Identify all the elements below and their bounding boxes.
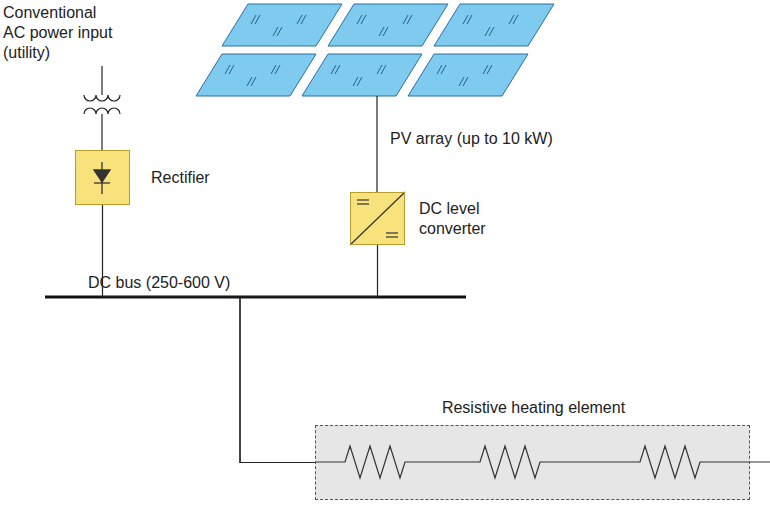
heater-fill	[315, 425, 750, 500]
ac-wire	[101, 114, 102, 150]
dc-dc-symbol	[350, 192, 405, 245]
annotation-label: PV array (up to 10 kW)	[390, 129, 553, 149]
transformer-secondary	[84, 108, 120, 114]
annotation-label: Conventional AC power input (utility)	[3, 3, 119, 63]
pv-panels	[196, 4, 554, 96]
wire	[240, 245, 378, 463]
rectifier-fill	[75, 150, 130, 205]
component-label: Resistive heating element	[316, 398, 751, 418]
rectifier-box: Rectifier	[75, 150, 130, 205]
annotation-label: DC bus (250-600 V)	[88, 273, 230, 293]
transformer-primary	[84, 95, 120, 101]
diode-symbol	[94, 162, 110, 194]
converter-box: DC level converter	[350, 192, 405, 245]
wire	[103, 205, 316, 463]
heater-box: Resistive heating element	[315, 425, 750, 500]
converter-fill	[350, 192, 405, 245]
component-label: DC level converter	[419, 199, 511, 239]
pv-wire	[376, 96, 377, 192]
component-label: Rectifier	[151, 168, 210, 188]
ac-wire	[101, 66, 102, 95]
resistor-symbol	[315, 446, 770, 478]
